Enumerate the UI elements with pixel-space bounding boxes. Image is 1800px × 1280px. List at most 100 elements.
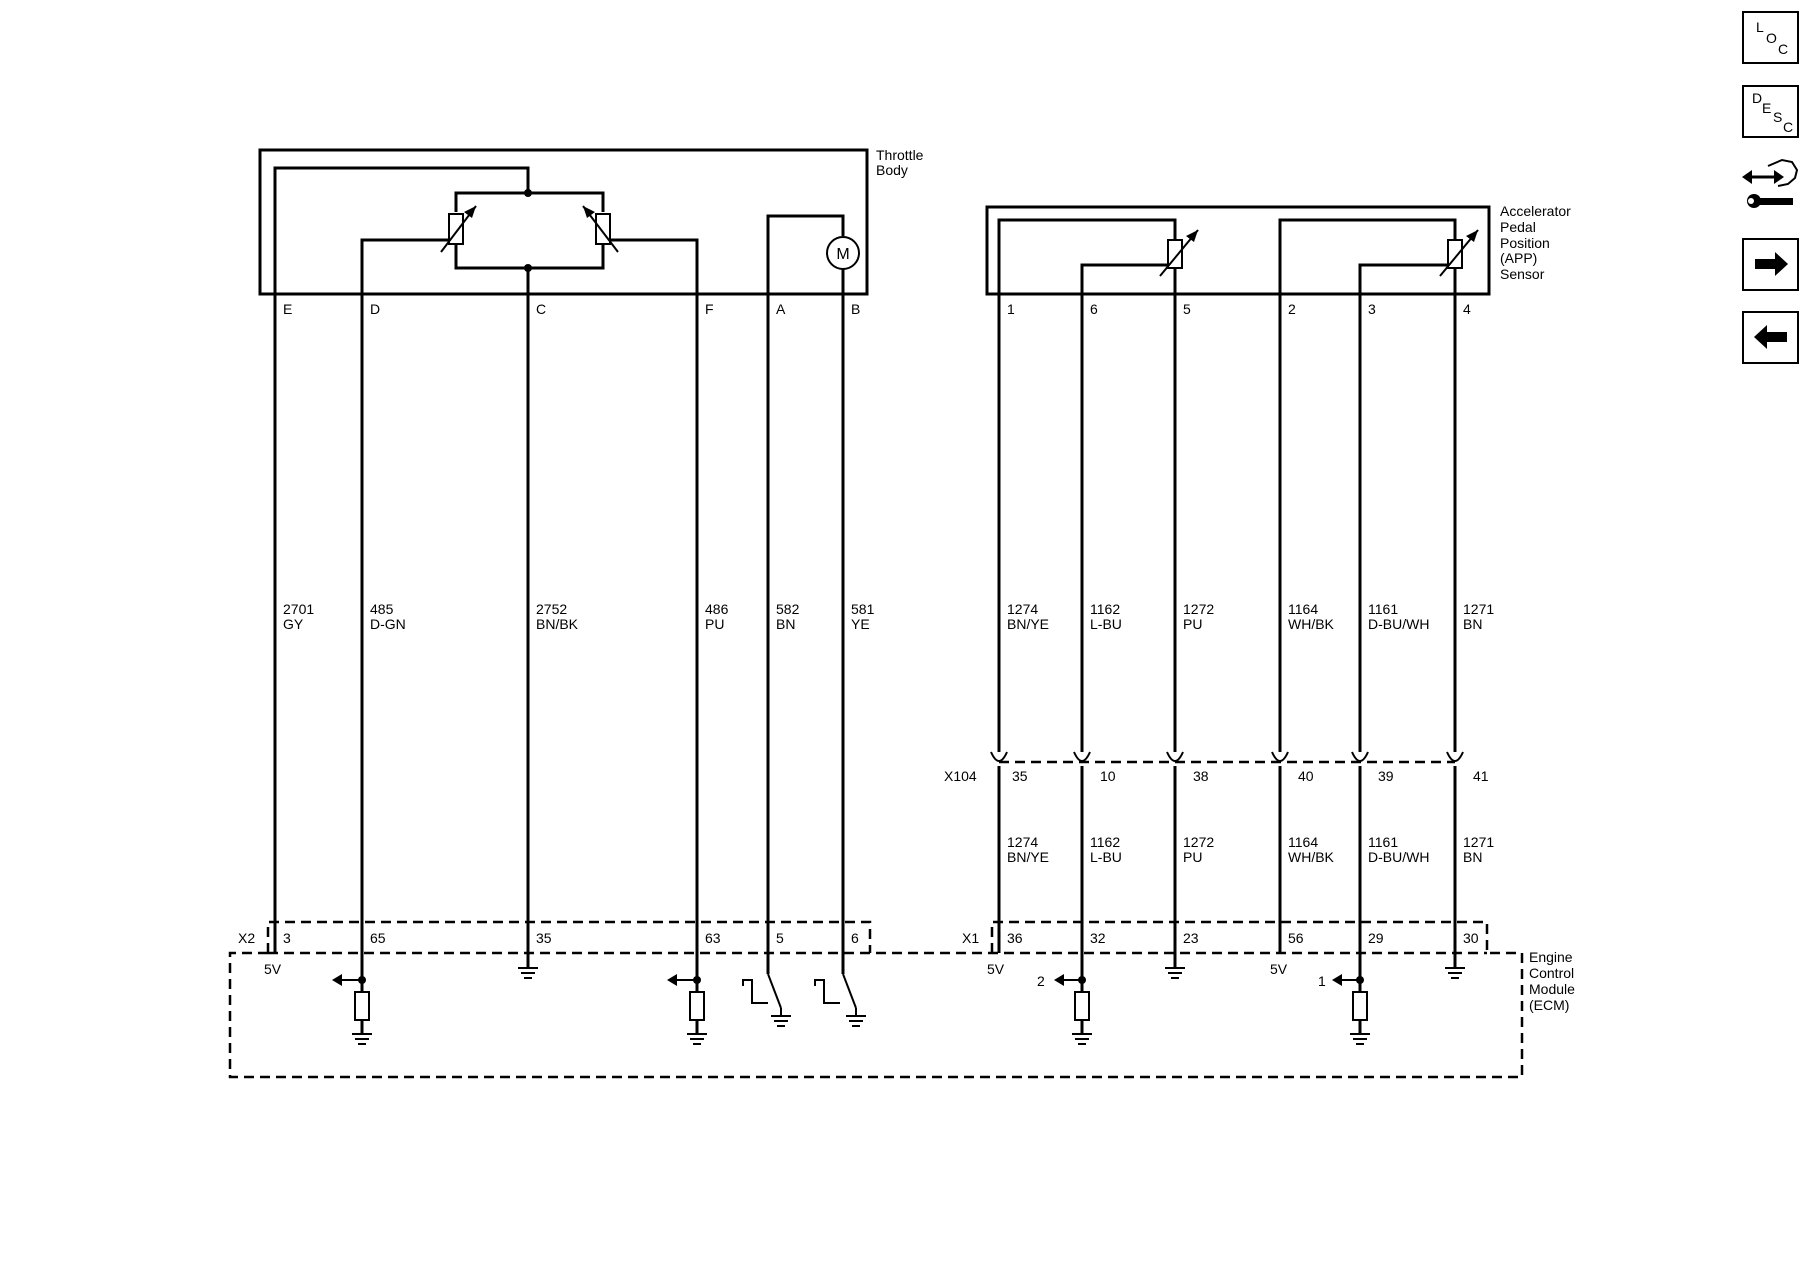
app-sensor-component: Accelerator Pedal Position (APP) Sensor	[985, 203, 1571, 296]
ecm-pin: 36	[1007, 930, 1023, 946]
left-wire-E: E 2701 GY 3 5V	[264, 294, 314, 977]
pin-label: 5	[1183, 301, 1191, 317]
desc-letter-s: S	[1773, 109, 1782, 125]
wire-color: BN	[776, 616, 795, 632]
x104-pin: 39	[1378, 768, 1394, 784]
right-wire-4: 4 1271 BN 41 1271 BN 30	[1445, 294, 1494, 979]
pin-label: 3	[1368, 301, 1376, 317]
resistor-icon	[689, 991, 705, 1021]
desc-button[interactable]: D E S C	[1742, 85, 1799, 138]
ecm-pin: 30	[1463, 930, 1479, 946]
left-wire-D: D 485 D-GN 65	[332, 294, 406, 1045]
wire-color: WH/BK	[1288, 616, 1335, 632]
arrow-left-icon	[1754, 325, 1787, 349]
wire-color: BN	[1463, 616, 1482, 632]
connector-wrench-icon	[1742, 158, 1799, 208]
desc-letter-d: D	[1752, 90, 1762, 106]
resistor-icon	[1352, 991, 1368, 1021]
app-sensor-label-line5: Sensor	[1500, 266, 1545, 282]
ecm-label-line1: Engine	[1529, 949, 1573, 965]
throttle-body-label-line2: Body	[876, 162, 908, 178]
ground-icon	[1350, 1033, 1370, 1045]
signal-arrow-icon	[1332, 974, 1342, 986]
pin-label: D	[370, 301, 380, 317]
app-sensor-box	[985, 205, 1491, 296]
circuit-number: 1272	[1183, 601, 1214, 617]
ground-icon	[1072, 1033, 1092, 1045]
wire-color: BN/YE	[1007, 849, 1049, 865]
wire-color: GY	[283, 616, 304, 632]
circuit-number: 1271	[1463, 601, 1494, 617]
throttle-body-box	[258, 148, 869, 296]
circuit-number: 582	[776, 601, 800, 617]
wire-color: BN/YE	[1007, 616, 1049, 632]
left-wire-C: C 2752 BN/BK 35	[518, 294, 579, 979]
ecm-pin: 29	[1368, 930, 1384, 946]
ground-icon	[518, 967, 538, 979]
wire-color: PU	[1183, 616, 1202, 632]
ground-icon	[1165, 967, 1185, 979]
ecm-pin: 63	[705, 930, 721, 946]
motor-icon: M	[826, 236, 860, 270]
next-button[interactable]	[1742, 238, 1799, 291]
ecm-pin: 65	[370, 930, 386, 946]
connector-x1-label: X1	[962, 930, 979, 946]
right-wire-2: 2 1164 WH/BK 40 1164 WH/BK 56 5V	[1270, 294, 1335, 977]
x104-pin: 41	[1473, 768, 1489, 784]
ecm-pin: 56	[1288, 930, 1304, 946]
desc-letter-c: C	[1783, 119, 1793, 135]
ecm-pin: 23	[1183, 930, 1199, 946]
pin-label: 4	[1463, 301, 1471, 317]
arrow-right-icon	[1755, 252, 1788, 276]
resistor-icon	[1074, 991, 1090, 1021]
right-wire-1: 1 1274 BN/YE 35 1274 BN/YE 36 5V	[987, 294, 1049, 977]
ground-icon	[1445, 967, 1465, 979]
loc-button[interactable]: L O C	[1742, 11, 1799, 64]
voltage-label: 5V	[1270, 961, 1288, 977]
x104-pin: 40	[1298, 768, 1314, 784]
wire-color: PU	[705, 616, 724, 632]
pin-label: A	[776, 301, 786, 317]
voltage-label: 5V	[264, 961, 282, 977]
connector-view-button[interactable]	[1741, 152, 1799, 218]
app-sensor-label-line2: Pedal	[1500, 219, 1536, 235]
ground-icon	[352, 1033, 372, 1045]
previous-button[interactable]	[1742, 311, 1799, 364]
pin-label: C	[536, 301, 546, 317]
throttle-body-label-line1: Throttle	[876, 147, 924, 163]
signal-arrow-icon	[1054, 974, 1064, 986]
right-wire-3: 3 1161 D-BU/WH 39 1161 D-BU/WH 29 1	[1318, 294, 1429, 1045]
throttle-body-component: Throttle Body M	[258, 147, 924, 296]
wire-color: PU	[1183, 849, 1202, 865]
right-wire-5: 5 1272 PU 38 1272 PU 23	[1165, 294, 1214, 979]
switch-icon	[742, 973, 782, 1016]
ecm-module: Engine Control Module (ECM)	[228, 920, 1575, 1079]
pin-label: 6	[1090, 301, 1098, 317]
wire-color: L-BU	[1090, 849, 1122, 865]
circuit-number: 581	[851, 601, 875, 617]
circuit-number: 2752	[536, 601, 567, 617]
wire-color: D-BU/WH	[1368, 849, 1429, 865]
loc-letter-c: C	[1778, 41, 1788, 57]
x104-pin: 38	[1193, 768, 1209, 784]
circuit-number: 1272	[1183, 834, 1214, 850]
signal-label: 2	[1037, 973, 1045, 989]
x104-pin: 35	[1012, 768, 1028, 784]
ecm-label-line4: (ECM)	[1529, 997, 1569, 1013]
left-wire-B: B 581 YE 6	[814, 294, 875, 1027]
wire-color: BN/BK	[536, 616, 579, 632]
loc-letter-l: L	[1756, 19, 1764, 35]
circuit-number: 1274	[1007, 834, 1038, 850]
circuit-number: 2701	[283, 601, 314, 617]
ecm-pin: 3	[283, 930, 291, 946]
circuit-number: 1164	[1288, 601, 1318, 617]
app-sensor-label-line1: Accelerator	[1500, 203, 1571, 219]
ground-icon	[846, 1015, 866, 1027]
variable-resistor-icon	[1159, 229, 1199, 277]
ecm-label-line2: Control	[1529, 965, 1574, 981]
pin-label: E	[283, 301, 292, 317]
right-wire-6: 6 1162 L-BU 10 1162 L-BU 32 2	[1037, 294, 1122, 1045]
motor-symbol: M	[836, 246, 849, 263]
pin-label: F	[705, 301, 714, 317]
voltage-label: 5V	[987, 961, 1005, 977]
